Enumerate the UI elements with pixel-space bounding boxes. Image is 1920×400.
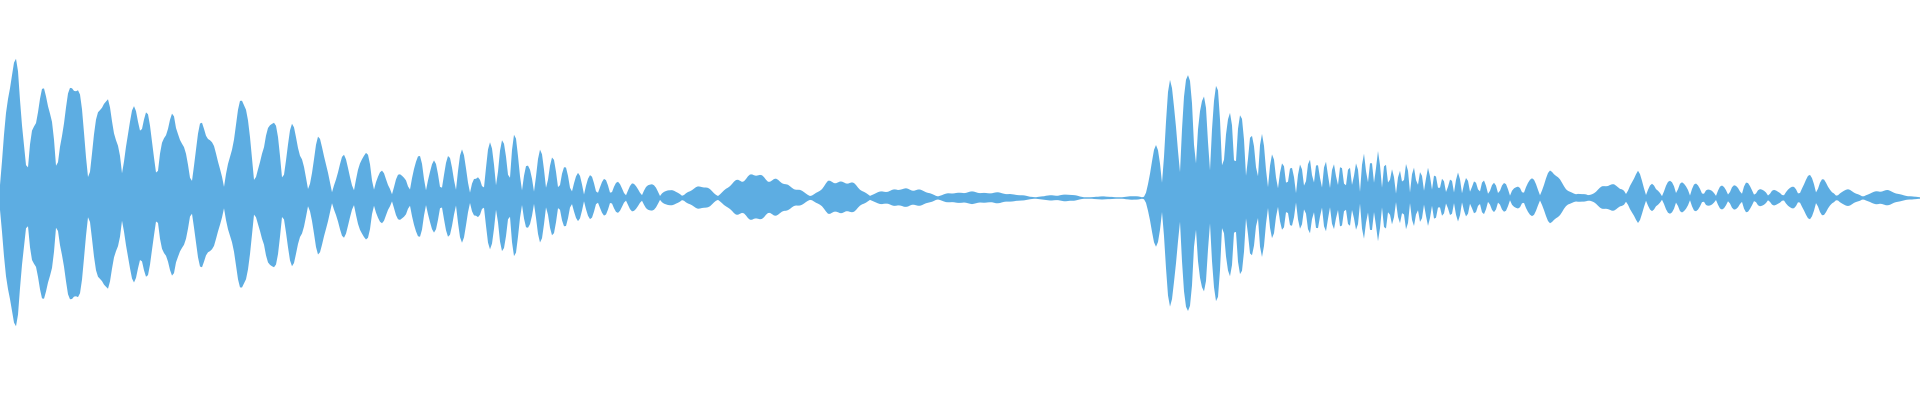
waveform-bars [0, 58, 1920, 327]
waveform-shape [0, 58, 1920, 327]
